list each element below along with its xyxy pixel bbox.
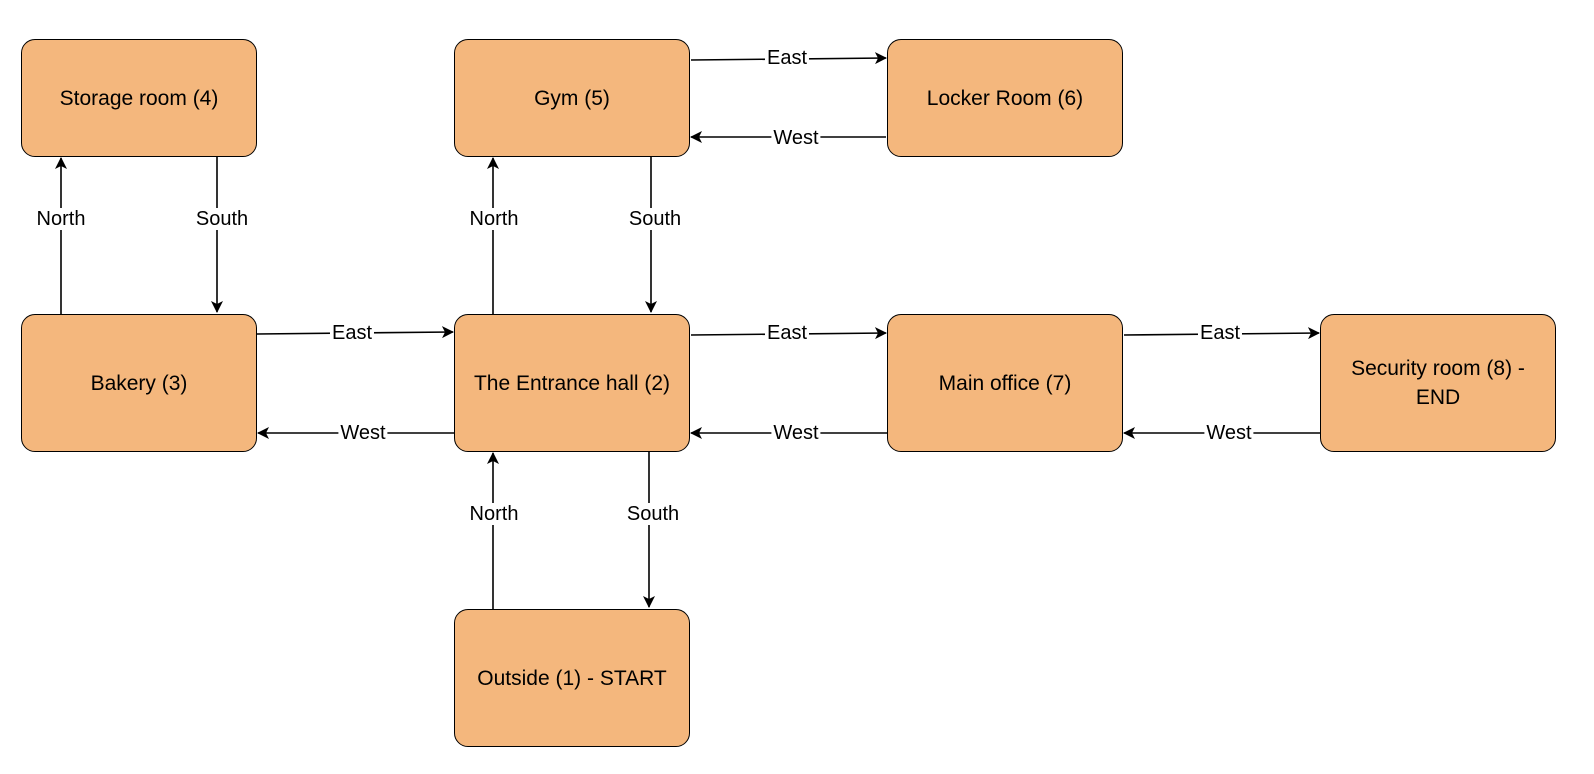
edge-label-entrance-east: East — [764, 322, 810, 344]
edge-label-storage-south: South — [193, 208, 251, 230]
edge-label-entrance-south: South — [624, 503, 682, 525]
node-gym: Gym (5) — [454, 39, 690, 157]
node-main-office: Main office (7) — [887, 314, 1123, 452]
edge-label-security-west: West — [1204, 422, 1254, 444]
edge-label-office-east: East — [1197, 322, 1243, 344]
node-locker-room: Locker Room (6) — [887, 39, 1123, 157]
edge-label-entrance-west: West — [338, 422, 388, 444]
edge-label-entrance-north: North — [467, 208, 521, 230]
node-label-entrance-hall: The Entrance hall (2) — [473, 371, 671, 395]
node-storage-room: Storage room (4) — [21, 39, 257, 157]
edge-label-outside-north: North — [467, 503, 521, 525]
node-label-gym: Gym (5) — [534, 86, 610, 110]
node-label-outside: Outside (1) - START — [477, 666, 667, 690]
node-label-bakery: Bakery (3) — [90, 371, 188, 395]
node-label-locker-room: Locker Room (6) — [926, 86, 1084, 110]
edge-label-gym-east: East — [764, 47, 810, 69]
node-label-storage-room: Storage room (4) — [59, 86, 219, 110]
node-label-main-office: Main office (7) — [938, 371, 1072, 395]
node-label-security-room: Security room (8) - END — [1351, 357, 1525, 409]
node-entrance-hall: The Entrance hall (2) — [454, 314, 690, 452]
node-security-room: Security room (8) - END — [1320, 314, 1556, 452]
edge-label-bakery-north: North — [34, 208, 88, 230]
node-outside: Outside (1) - START — [454, 609, 690, 747]
edge-label-bakery-east: East — [329, 322, 375, 344]
edge-label-office-west: West — [771, 422, 821, 444]
edge-label-gym-south: South — [626, 208, 684, 230]
edge-label-locker-west: West — [771, 127, 821, 149]
node-bakery: Bakery (3) — [21, 314, 257, 452]
